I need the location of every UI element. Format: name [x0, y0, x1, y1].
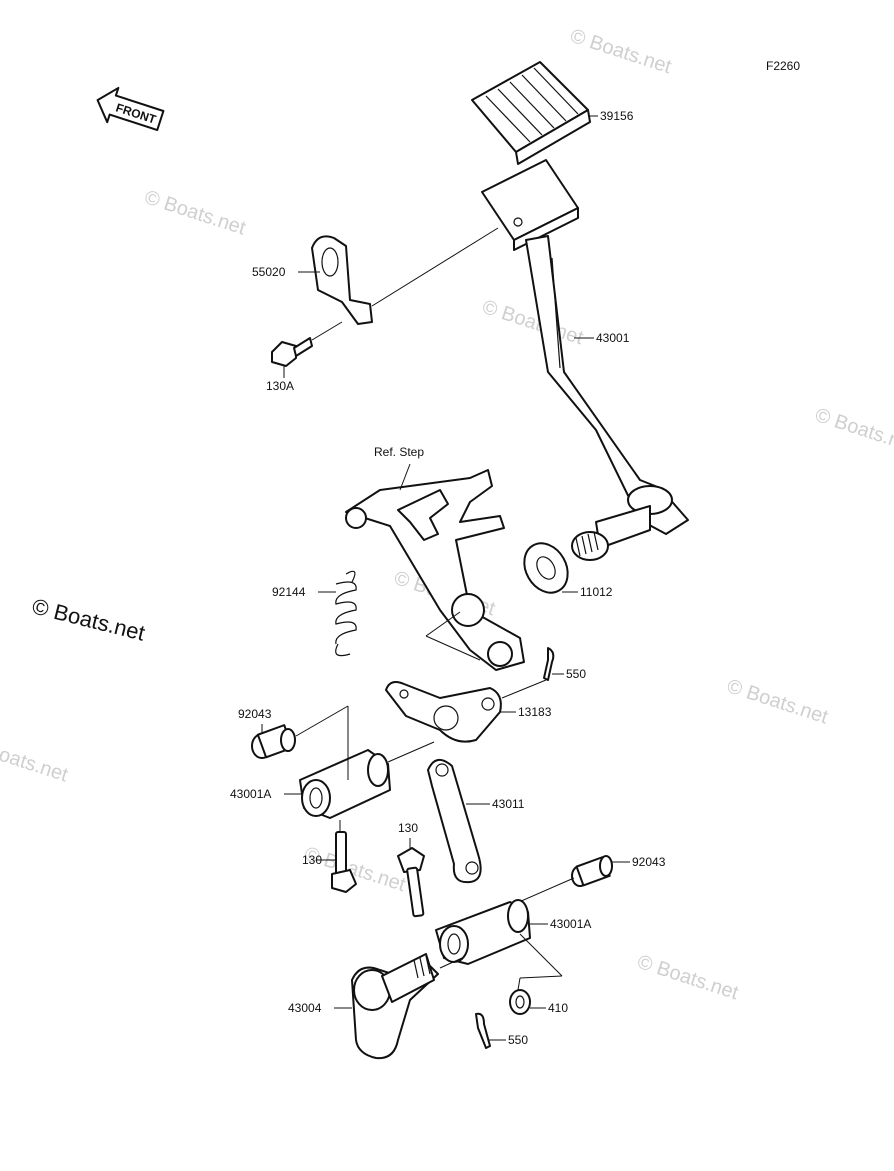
label-39156: 39156 — [600, 109, 634, 123]
copyright-notice: © Boats.net — [30, 594, 148, 646]
label-43011: 43011 — [492, 797, 525, 811]
bolt-130-mid — [397, 838, 425, 918]
watermark: © Boats.net — [302, 843, 409, 896]
washer-410 — [509, 933, 563, 1015]
label-130-left: 130 — [302, 853, 322, 867]
spring-92144 — [335, 570, 357, 657]
label-43001: 43001 — [596, 331, 630, 345]
figure-code: F2260 — [766, 59, 800, 73]
watermark: © Boats.net — [142, 186, 249, 239]
bolt-130-left — [331, 820, 357, 893]
label-92043-left: 92043 — [238, 707, 272, 721]
label-43004: 43004 — [288, 1001, 322, 1015]
label-43001A-right: 43001A — [550, 917, 591, 931]
label-13183: 13183 — [518, 705, 552, 719]
lever-13183 — [385, 679, 547, 743]
watermark: © Boats.net — [568, 25, 675, 78]
label-43001A-left: 43001A — [230, 787, 271, 801]
label-130A: 130A — [266, 379, 294, 393]
label-92144: 92144 — [272, 585, 306, 599]
pedal-pad-39156 — [471, 61, 591, 165]
pin-92043-right — [495, 855, 613, 913]
watermark: © Boats.net — [635, 951, 742, 1004]
rod-43011 — [427, 759, 482, 884]
part-callouts: 39156 55020 130A 43001 92144 11012 550 9… — [230, 109, 666, 1047]
label-130-mid: 130 — [398, 821, 418, 835]
washer-11012 — [523, 542, 569, 594]
watermark: © Boats.net — [724, 675, 831, 728]
copyright-text: © Boats.net — [30, 594, 148, 646]
cotter-pin-550-top — [543, 647, 555, 681]
label-410: 410 — [548, 1001, 568, 1015]
label-55020: 55020 — [252, 265, 286, 279]
label-550-bottom: 550 — [508, 1033, 528, 1047]
watermark: © Boats.net — [812, 404, 894, 457]
label-11012: 11012 — [580, 585, 613, 599]
brake-pedal-43001 — [481, 159, 689, 561]
label-550-top: 550 — [566, 667, 586, 681]
bolt-130A — [271, 321, 343, 367]
front-arrow-icon: FRONT — [96, 86, 165, 132]
lever-43004 — [351, 953, 463, 1060]
step-frame — [345, 463, 525, 671]
joint-43001A-left — [299, 706, 435, 819]
watermark: © Boats.net — [479, 296, 586, 349]
label-92043-right: 92043 — [632, 855, 666, 869]
ref-step-label: Ref. Step — [374, 445, 424, 459]
watermark: © Boats.net — [0, 733, 71, 786]
cotter-pin-550-bottom — [475, 1012, 491, 1049]
bracket-55020 — [311, 227, 499, 325]
joint-43001A-right — [435, 899, 531, 965]
